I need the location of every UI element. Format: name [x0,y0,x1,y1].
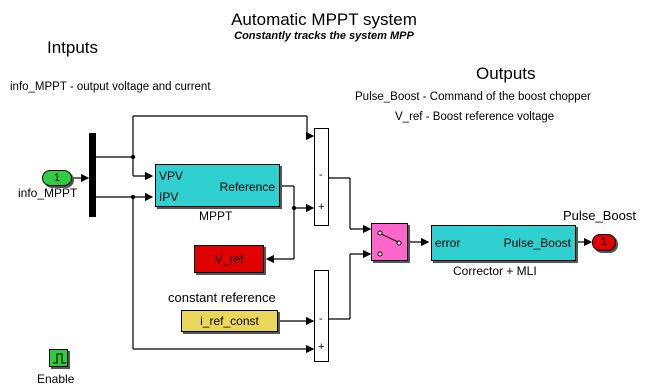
outport-pulse-boost[interactable]: 1 [592,234,616,251]
mppt-port-vpv: VPV [159,169,184,183]
enable-block[interactable] [49,349,68,367]
sum-lower-sign-minus: - [319,313,323,325]
mppt-port-ipv: IPV [159,190,179,204]
vref-block[interactable]: V_ref [194,245,264,273]
sum-lower-sign-plus: + [318,341,325,353]
switch-block[interactable] [371,223,408,261]
outport-label: Pulse_Boost [563,208,636,223]
outputs-line-1: Pulse_Boost - Command of the boost chopp… [355,91,591,103]
corrector-port-pulse-boost: Pulse_Boost [503,236,571,250]
sum-upper-sign-minus: - [319,169,323,181]
vref-label: V_ref [214,252,244,266]
sum-block-upper[interactable]: - + [314,128,329,226]
diagram-title: Automatic MPPT system [231,10,417,29]
constant-reference-caption: constant reference [168,290,276,305]
enable-label: Enable [37,372,75,386]
iref-constant-block[interactable]: i_ref_const [181,310,278,332]
corrector-label: Corrector + MLI [453,264,537,278]
mppt-port-reference: Reference [219,180,275,194]
mppt-label: MPPT [199,209,233,223]
outport-number: 1 [600,236,608,248]
inport-number: 1 [53,172,61,184]
inputs-description: info_MPPT - output voltage and current [10,81,211,93]
diagram-subtitle: Constantly tracks the system MPP [234,30,414,42]
inputs-heading: Intputs [47,38,99,57]
outputs-heading: Outputs [476,64,536,83]
inport-info-mppt[interactable]: 1 [42,170,72,186]
sum-block-lower[interactable]: - + [314,270,329,362]
switch-icon [377,230,402,257]
iref-label: i_ref_const [200,314,259,328]
corrector-port-error: error [435,236,461,250]
pulse-icon [53,353,66,364]
demux-block[interactable] [89,133,96,217]
corrector-block[interactable]: error Pulse_Boost [431,225,576,261]
inport-label: info_MPPT [18,186,78,200]
mppt-block[interactable]: VPV IPV Reference [155,164,280,207]
sum-upper-sign-plus: + [318,201,325,213]
outputs-line-2: V_ref - Boost reference voltage [395,111,555,123]
